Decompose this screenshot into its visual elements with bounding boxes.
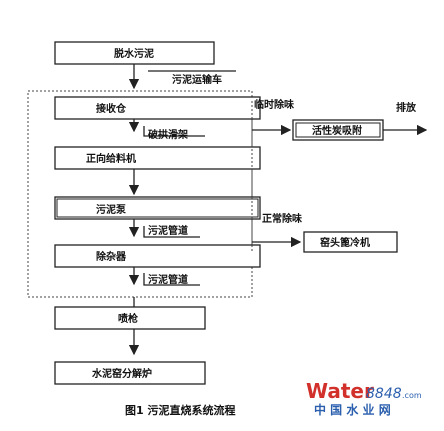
node-cement-kiln <box>54 361 206 385</box>
carbon-inner-frame <box>295 122 381 138</box>
node-kiln-head-cooler <box>303 231 398 253</box>
node-sludge-pump <box>54 196 261 220</box>
label-spray-gun: 喷枪 <box>118 312 138 325</box>
label-discharge: 排放 <box>396 101 417 114</box>
label-breaking-frame: 破拱滑架 <box>148 128 188 141</box>
label-cement-kiln: 水泥窑分解炉 <box>91 367 152 380</box>
system-boundary <box>27 90 253 298</box>
label-normal-deodor: 正常除味 <box>262 212 302 225</box>
watermark-number: 8848 <box>366 386 402 402</box>
node-spray-gun <box>54 306 206 330</box>
label-receiving-bin: 接收仓 <box>96 102 127 115</box>
pipe2-bracket <box>143 273 200 286</box>
label-activated-carbon: 活性炭吸附 <box>312 124 362 137</box>
pump-inner-frame <box>56 198 259 218</box>
pipe1-bracket <box>143 226 200 238</box>
label-temp-deodor: 临时除味 <box>254 98 294 111</box>
watermark-cn: 中 国 水 业 网 <box>314 402 391 417</box>
watermark-suffix: .com <box>402 391 422 400</box>
label-impurity-remover: 除杂器 <box>96 250 127 263</box>
frame-bracket <box>143 126 205 137</box>
watermark-brand: Water <box>306 379 374 403</box>
label-sludge-pipe-2: 污泥管道 <box>148 273 188 286</box>
node-forward-feeder <box>54 146 261 170</box>
label-kiln-head-cooler: 窑头篦冷机 <box>320 236 370 249</box>
figure-caption: 图1 污泥直烧系统流程 <box>125 403 235 417</box>
node-impurity-remover <box>54 244 261 268</box>
label-sludge-pipe-1: 污泥管道 <box>148 224 188 237</box>
node-receiving-bin <box>54 96 261 120</box>
label-sludge-pump: 污泥泵 <box>96 203 127 216</box>
label-sludge-truck: 污泥运输车 <box>172 73 222 86</box>
label-dewatered-sludge: 脱水污泥 <box>114 47 154 60</box>
label-forward-feeder: 正向给料机 <box>86 152 136 165</box>
